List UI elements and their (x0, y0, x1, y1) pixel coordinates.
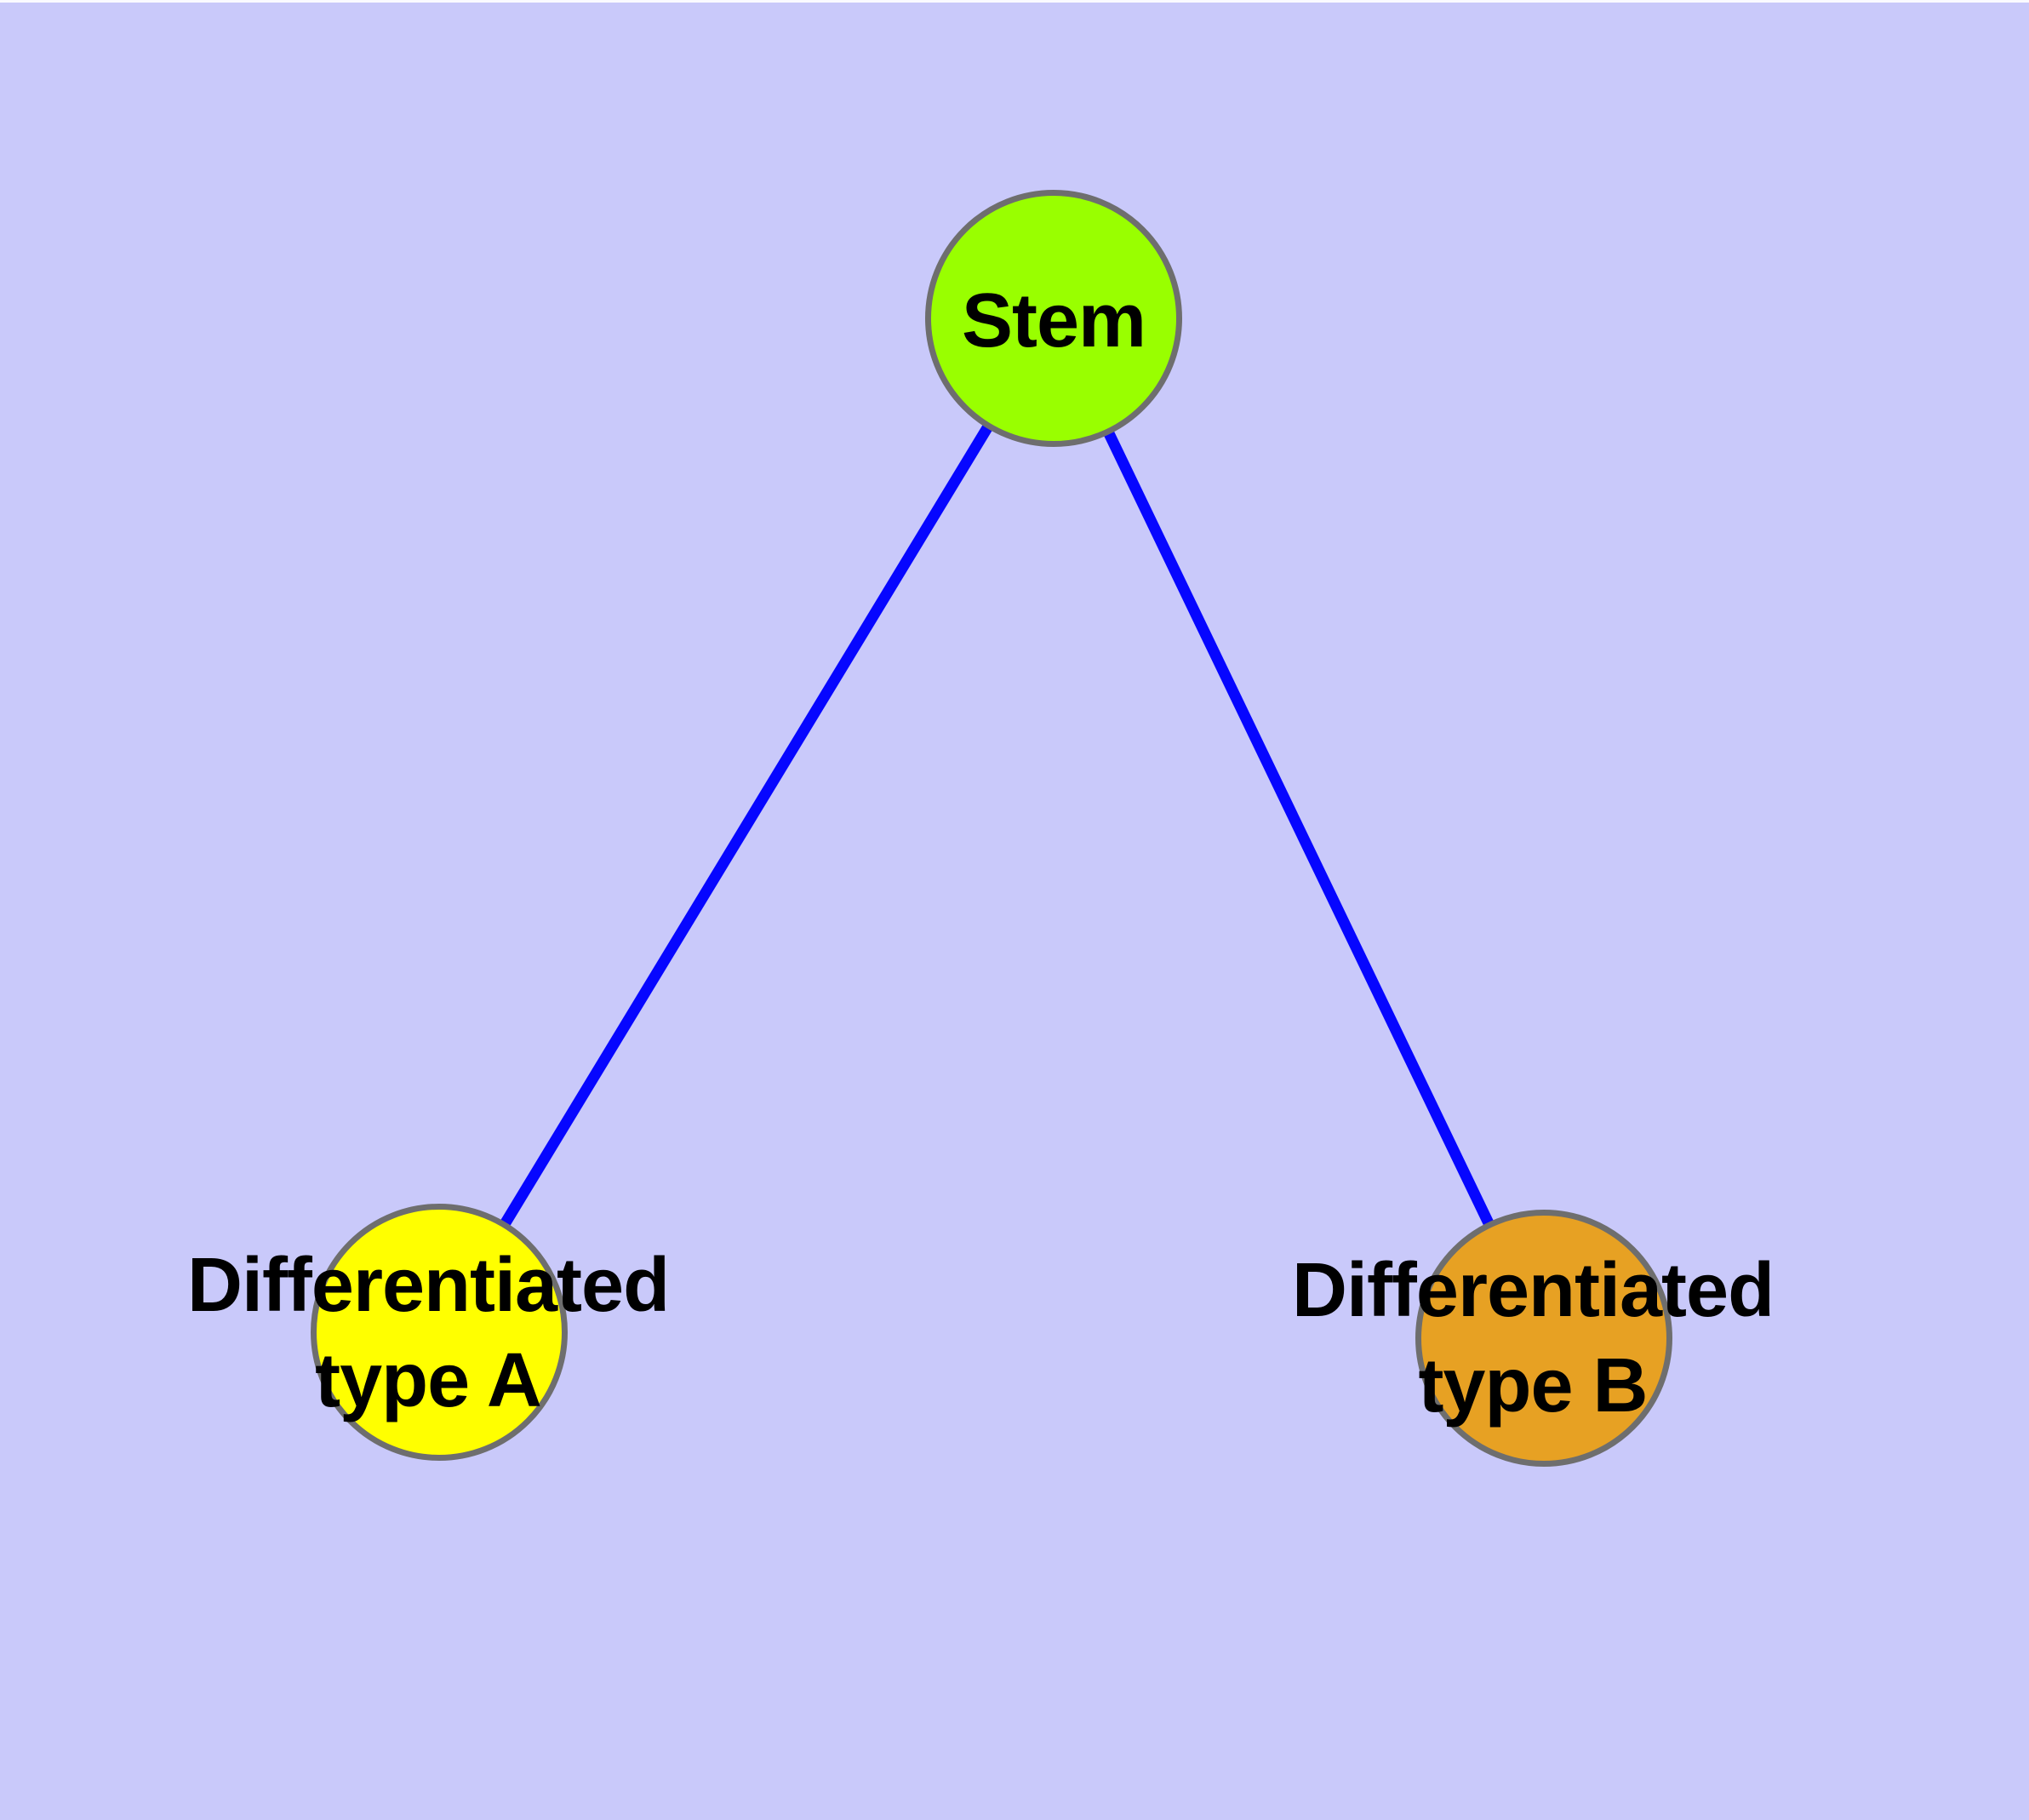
node-differentiated-type-b-label: Differentiated type B (1291, 1243, 1775, 1434)
node-stem[interactable] (925, 190, 1182, 447)
node-stem-label: Stem (962, 273, 1146, 369)
window-top-edge (0, 0, 2029, 3)
node-differentiated-type-b[interactable] (1415, 1210, 1672, 1467)
node-a-label-line-1: Differentiated (186, 1243, 670, 1328)
node-stem-label-line: Stem (961, 278, 1146, 363)
edge-stem-to-type-a (434, 315, 1059, 1336)
node-differentiated-type-a[interactable] (311, 1204, 568, 1461)
node-b-label-line-2: type B (1418, 1343, 1648, 1428)
node-a-label-line-2: type A (315, 1338, 542, 1423)
edge-stem-to-type-b (1049, 316, 1549, 1341)
node-b-label-line-1: Differentiated (1291, 1248, 1775, 1333)
node-differentiated-type-a-label: Differentiated type A (186, 1238, 670, 1428)
